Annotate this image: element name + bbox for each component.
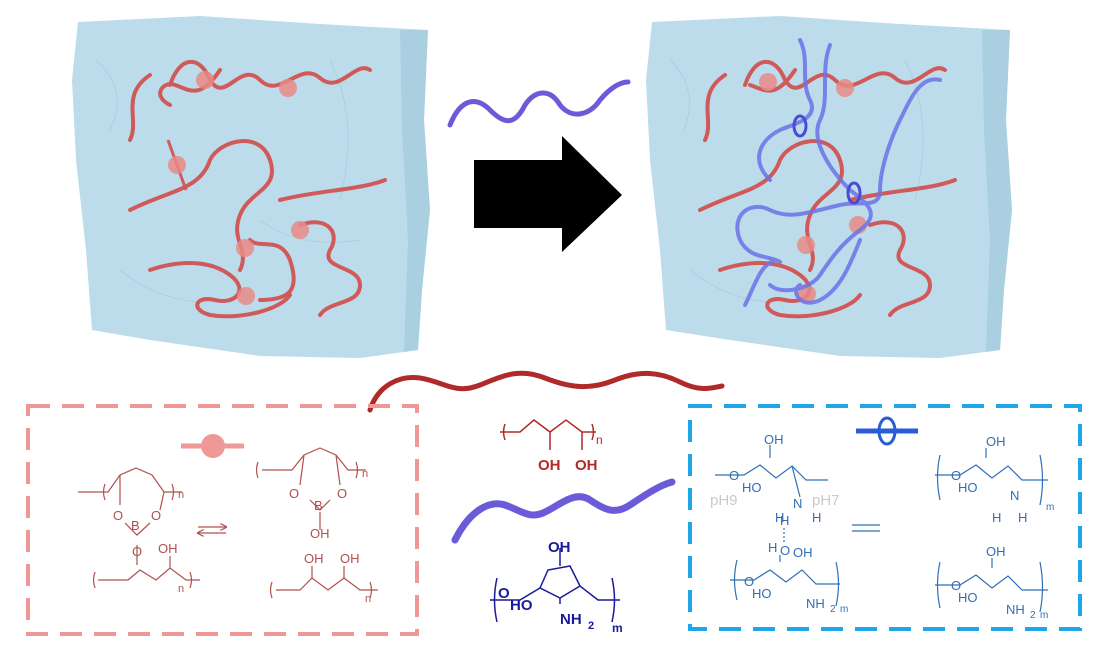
boron-atom: B xyxy=(131,518,140,533)
hydrogen-bond-panel: pH9 pH7 OH O HO N H H H O H OH O HO NH 2… xyxy=(688,404,1082,631)
crosslink-bead xyxy=(279,79,297,97)
oxygen-atom: O xyxy=(951,468,961,483)
chitosan-chain-overlay xyxy=(743,238,862,307)
hydrogen-atom: H xyxy=(992,510,1001,525)
pva-chain-middle xyxy=(698,139,844,272)
pva-chain-bottom xyxy=(718,261,862,319)
amine-group: NH xyxy=(806,596,825,611)
amine-group: NH xyxy=(560,611,582,628)
gel-cube-edge xyxy=(982,30,1012,352)
crosslink-bead xyxy=(236,239,254,257)
hydroxyl-group: HO xyxy=(958,590,978,605)
chitosan-chain-free xyxy=(447,79,631,128)
subscript: 2 xyxy=(830,604,836,615)
repeat-unit-label: n xyxy=(365,593,371,605)
crosslink-bead xyxy=(291,221,309,239)
repeat-unit-label: m xyxy=(1040,610,1048,621)
arrow-right-icon xyxy=(474,136,622,252)
hydrogen-atom: H xyxy=(1018,510,1027,525)
ph-label: pH7 xyxy=(812,492,840,509)
oxygen-atom: O xyxy=(113,508,123,523)
oxygen-atom: O xyxy=(729,468,739,483)
repeat-unit-label: m xyxy=(840,604,848,615)
hydroxyl-group: OH xyxy=(538,457,561,474)
oxygen-atom: O xyxy=(132,544,142,559)
chitosan-repeat-unit: OH O HO NH 2 m xyxy=(490,539,623,635)
hydrogen-atom: H xyxy=(775,510,784,525)
crosslink-bead xyxy=(759,73,777,91)
pva-chain-top xyxy=(743,59,947,90)
pva-chain-bottom xyxy=(148,261,292,319)
gel-cube-body xyxy=(646,16,1012,358)
oxygen-atom: O xyxy=(951,578,961,593)
repeat-unit-label: n xyxy=(362,468,368,480)
chitosan-chain-overlay xyxy=(735,77,942,264)
crosslink-bead xyxy=(168,156,186,174)
pva-chain-middle xyxy=(128,139,274,272)
hydroxyl-group: OH xyxy=(310,526,330,541)
pva-legend-wave xyxy=(367,370,725,413)
hydroxyl-group: HO xyxy=(742,480,762,495)
subscript: 2 xyxy=(588,620,594,632)
hydroxyl-group: OH xyxy=(764,432,784,447)
nitrogen-atom: N xyxy=(1010,488,1019,503)
oxygen-atom: O xyxy=(498,585,510,602)
repeat-unit-label: n xyxy=(178,583,184,595)
boron-atom: B xyxy=(314,498,323,513)
oxygen-atom: O xyxy=(337,486,347,501)
hydrogen-atom: H xyxy=(768,540,777,555)
hydroxyl-group: OH xyxy=(158,541,178,556)
repeat-unit-label: m xyxy=(612,621,623,635)
hydroxyl-group: OH xyxy=(986,434,1006,449)
nitrogen-atom: N xyxy=(793,496,802,511)
repeat-unit-label: m xyxy=(1046,502,1054,513)
hydroxyl-group: OH xyxy=(793,545,813,560)
hydroxyl-group: OH xyxy=(304,551,324,566)
oxygen-atom: O xyxy=(151,508,161,523)
gel-cube-body xyxy=(72,16,430,358)
hydrogen-bond-ring xyxy=(792,114,808,138)
gel-cube-pva-borax xyxy=(72,16,430,358)
crosslink-bead xyxy=(196,71,214,89)
oxygen-atom: O xyxy=(780,543,790,558)
repeat-unit-label: n xyxy=(596,433,603,447)
hydroxyl-group: OH xyxy=(340,551,360,566)
hydroxyl-group: OH xyxy=(986,544,1006,559)
subscript: 2 xyxy=(1030,610,1036,621)
hydroxyl-group: OH xyxy=(548,539,571,556)
chitosan-legend-wave xyxy=(451,478,676,544)
gel-wrinkles xyxy=(95,59,361,303)
pva-chain-top xyxy=(168,59,372,90)
pva-chain-right xyxy=(848,178,957,317)
amine-group: NH xyxy=(1006,602,1025,617)
hydrogen-atom: H xyxy=(812,510,821,525)
hydrogen-atom: H xyxy=(780,513,789,528)
oxygen-atom: O xyxy=(744,574,754,589)
borate-crosslink-panel: n B O O O OH n n B O O OH OH OH n xyxy=(26,404,419,636)
gel-cube-edge xyxy=(400,30,430,352)
hydrogen-bond-ring xyxy=(846,181,862,205)
hydroxyl-group: HO xyxy=(958,480,978,495)
bead-on-chain-icon xyxy=(201,434,225,458)
hydroxyl-group: OH xyxy=(575,457,598,474)
crosslink-bead xyxy=(797,236,815,254)
oxygen-atom: O xyxy=(289,486,299,501)
gel-cube-double-network xyxy=(646,16,1012,358)
pva-repeat-unit: OH OH n xyxy=(500,419,603,474)
crosslink-bead xyxy=(237,287,255,305)
ring-on-chain-icon xyxy=(877,416,897,446)
hydroxyl-group: HO xyxy=(752,586,772,601)
ph-label: pH9 xyxy=(710,492,738,509)
hydroxyl-group: HO xyxy=(510,597,533,614)
crosslink-bead xyxy=(836,79,854,97)
pva-chain-right xyxy=(248,178,387,317)
repeat-unit-label: n xyxy=(178,489,184,501)
